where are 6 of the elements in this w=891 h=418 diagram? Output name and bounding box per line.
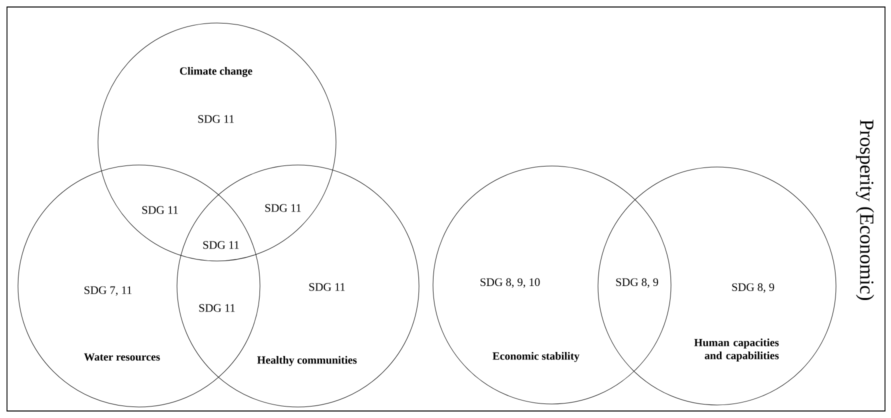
region-label: SDG 11 (199, 304, 235, 312)
region-label: SDG 11 (203, 241, 239, 249)
region-label: SDG 11 (142, 206, 178, 214)
region-label: SDG 11 (265, 204, 301, 212)
region-label: SDG 8, 9 (616, 278, 658, 288)
axis-label: Prosperity (Economic) (856, 120, 874, 300)
